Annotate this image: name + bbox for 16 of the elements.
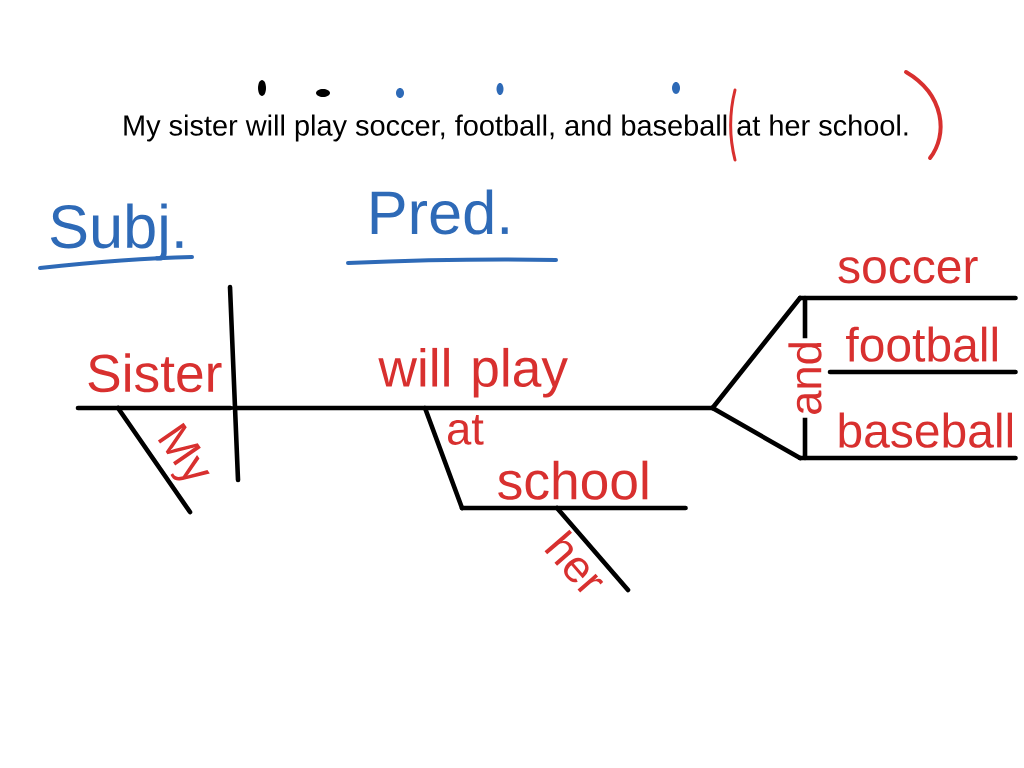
underlined-heading: Pred. xyxy=(346,189,558,265)
sentence-text: My sister will play soccer, football, and baseball at her school. xyxy=(124,114,908,142)
underlined-heading: Subj. xyxy=(38,203,194,270)
edge-label: at xyxy=(444,413,486,447)
edge-label: and xyxy=(786,338,824,418)
word-on-baseline: football xyxy=(827,326,1018,375)
fork-line xyxy=(710,405,803,461)
word-on-baseline: school xyxy=(459,460,688,511)
edge-label: her xyxy=(539,524,614,602)
word-on-baseline: Sister xyxy=(75,353,233,411)
modifier-line xyxy=(554,505,631,593)
word-on-baseline: will play xyxy=(231,347,715,411)
preposition-line xyxy=(422,405,465,511)
modifier-line xyxy=(115,405,193,515)
word-on-baseline: soccer xyxy=(797,257,1018,301)
edge-label: My xyxy=(145,416,219,496)
